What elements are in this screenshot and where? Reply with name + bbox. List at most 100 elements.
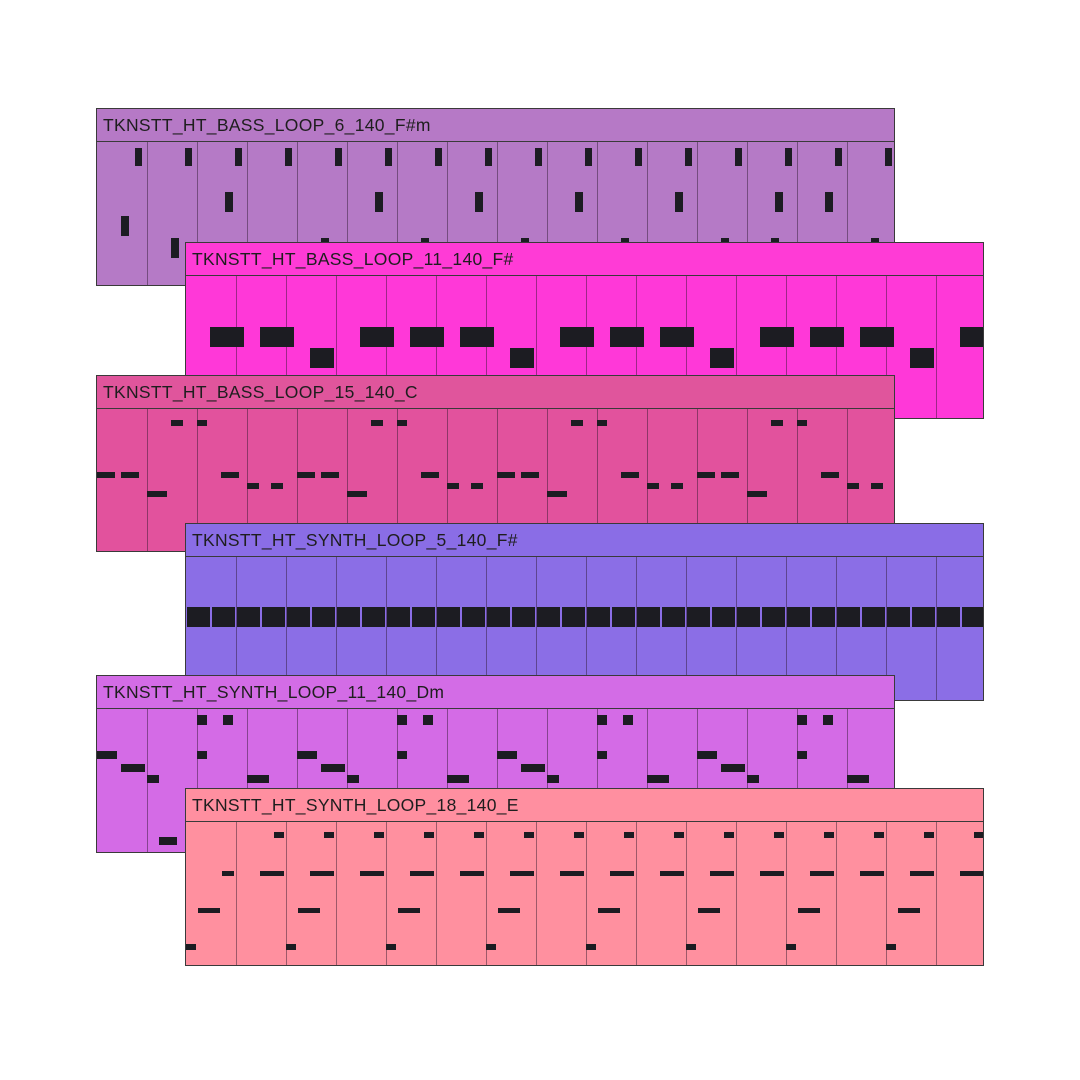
beat-grid-line [747, 409, 748, 551]
midi-notes-area[interactable] [97, 709, 894, 852]
midi-note [297, 751, 317, 759]
midi-note [787, 607, 810, 627]
beat-grid-line [747, 142, 748, 285]
midi-notes-area[interactable] [97, 142, 894, 285]
midi-note [886, 944, 896, 950]
midi-note [562, 607, 585, 627]
midi-note [771, 238, 779, 242]
beat-grid-line [236, 822, 237, 965]
clip-name: TKNSTT_HT_SYNTH_LOOP_5_140_F# [192, 530, 518, 550]
midi-note [522, 871, 534, 876]
midi-note [872, 871, 884, 876]
beat-grid-line [536, 822, 537, 965]
midi-note [423, 715, 433, 725]
beat-grid-line [686, 822, 687, 965]
midi-notes-area[interactable] [186, 557, 983, 700]
midi-note [322, 871, 334, 876]
beat-grid-line [547, 142, 548, 285]
midi-note [647, 775, 669, 783]
midi-note [698, 908, 720, 913]
midi-note [321, 238, 329, 242]
midi-note [687, 607, 710, 627]
beat-grid-line [886, 822, 887, 965]
midi-note [260, 327, 294, 347]
beat-grid-line [736, 822, 737, 965]
beat-grid-line [436, 276, 437, 418]
beat-grid-line [497, 142, 498, 285]
midi-note [597, 751, 607, 759]
beat-grid-line [436, 557, 437, 700]
midi-note [685, 148, 692, 166]
midi-note [824, 832, 834, 838]
midi-note [535, 148, 542, 166]
midi-note [462, 607, 485, 627]
beat-grid-line [647, 142, 648, 285]
midi-note [410, 327, 444, 347]
midi-note [397, 751, 407, 759]
midi-note [660, 871, 672, 876]
beat-grid-line [397, 709, 398, 852]
clip-synth-loop-18[interactable]: TKNSTT_HT_SYNTH_LOOP_18_140_E [185, 788, 984, 966]
beat-grid-line [647, 409, 648, 551]
beat-grid-line [736, 276, 737, 418]
clip-title-bar[interactable]: TKNSTT_HT_BASS_LOOP_15_140_C [97, 376, 894, 409]
beat-grid-line [936, 822, 937, 965]
midi-note [772, 871, 784, 876]
midi-note [397, 715, 407, 725]
midi-note [735, 148, 742, 166]
midi-note [221, 472, 239, 478]
beat-grid-line [636, 822, 637, 965]
midi-note [447, 483, 459, 489]
beat-grid-line [836, 557, 837, 700]
midi-note [121, 764, 145, 772]
midi-note [710, 871, 722, 876]
midi-note [347, 775, 359, 783]
midi-note [360, 871, 372, 876]
clip-title-bar[interactable]: TKNSTT_HT_SYNTH_LOOP_18_140_E [186, 789, 983, 822]
midi-notes-area[interactable] [97, 409, 894, 551]
midi-note [810, 871, 822, 876]
midi-notes-area[interactable] [186, 276, 983, 418]
beat-grid-line [786, 276, 787, 418]
midi-note [375, 192, 383, 212]
clip-bass-loop-15[interactable]: TKNSTT_HT_BASS_LOOP_15_140_C [96, 375, 895, 552]
beat-grid-line [297, 409, 298, 551]
beat-grid-line [286, 276, 287, 418]
beat-grid-line [697, 409, 698, 551]
midi-note [474, 832, 484, 838]
midi-note [497, 751, 517, 759]
beat-grid-line [236, 276, 237, 418]
midi-note [447, 775, 469, 783]
midi-note [386, 944, 396, 950]
midi-notes-area[interactable] [186, 822, 983, 965]
midi-note [610, 327, 644, 347]
midi-note [371, 420, 383, 426]
midi-note [497, 472, 515, 478]
midi-note [637, 607, 660, 627]
midi-note [324, 832, 334, 838]
beat-grid-line [197, 142, 198, 285]
midi-note [421, 238, 429, 242]
clip-title-bar[interactable]: TKNSTT_HT_BASS_LOOP_6_140_F#m [97, 109, 894, 142]
beat-grid-line [386, 557, 387, 700]
midi-note [524, 832, 534, 838]
clip-title-bar[interactable]: TKNSTT_HT_BASS_LOOP_11_140_F# [186, 243, 983, 276]
clip-title-bar[interactable]: TKNSTT_HT_SYNTH_LOOP_5_140_F# [186, 524, 983, 557]
midi-note [260, 871, 272, 876]
midi-note [512, 607, 535, 627]
beat-grid-line [697, 142, 698, 285]
midi-note [647, 483, 659, 489]
midi-note [825, 192, 833, 212]
midi-note [972, 871, 983, 876]
midi-note [737, 607, 760, 627]
midi-note [821, 472, 839, 478]
midi-note [197, 420, 207, 426]
beat-grid-line [397, 409, 398, 551]
clip-title-bar[interactable]: TKNSTT_HT_SYNTH_LOOP_11_140_Dm [97, 676, 894, 709]
beat-grid-line [486, 276, 487, 418]
beat-grid-line [797, 409, 798, 551]
beat-grid-line [797, 709, 798, 852]
midi-note [510, 871, 522, 876]
beat-grid-line [547, 409, 548, 551]
midi-note [797, 751, 807, 759]
